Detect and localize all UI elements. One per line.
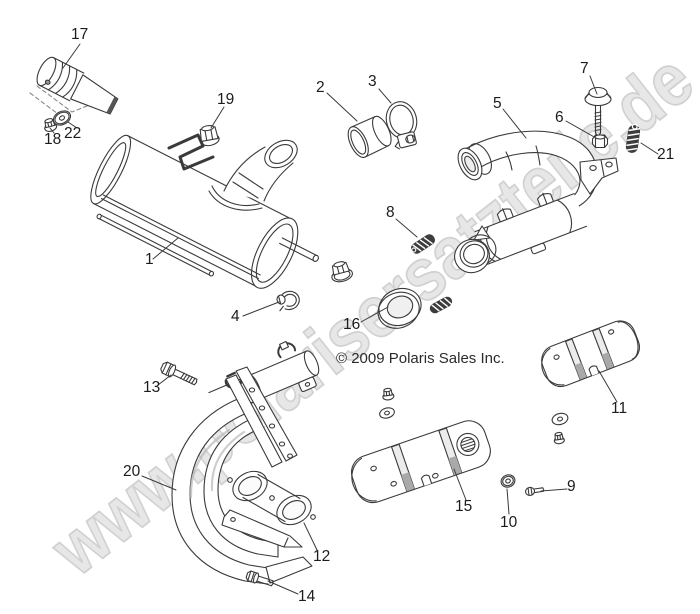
callout-19: 19: [217, 91, 235, 108]
callout-1: 1: [145, 251, 154, 268]
callout-20: 20: [123, 463, 141, 480]
callout-12: 12: [313, 548, 331, 565]
part-8-spring-2: [429, 296, 453, 314]
callout-16: 16: [343, 316, 361, 333]
callout-22: 22: [64, 125, 82, 142]
callout-8: 8: [386, 204, 395, 221]
part-20-header-pipe: [171, 340, 320, 585]
flanged-nut: [331, 261, 353, 283]
muffler-hanger-bracket: [167, 133, 215, 171]
part-19-nut: [199, 124, 220, 147]
part-1-muffler: [90, 134, 319, 289]
part-12-gasket: [227, 470, 316, 526]
callout-15: 15: [455, 498, 473, 515]
header-lower-strap: [221, 509, 303, 548]
callout-13: 13: [143, 379, 161, 396]
callout-3: 3: [368, 73, 377, 90]
part-13-bolt: [160, 361, 198, 386]
callout-18: 18: [44, 131, 62, 148]
callout-6: 6: [555, 109, 564, 126]
callout-21: 21: [657, 146, 675, 163]
part-3-clamp: [385, 101, 418, 150]
part-8-spring: [411, 234, 435, 254]
part-14-bolt: [245, 570, 274, 587]
shield11-washer: [551, 412, 569, 426]
part-4-clamp: [276, 290, 300, 312]
callout-4: 4: [231, 308, 240, 325]
callout-5: 5: [493, 95, 502, 112]
callout-7: 7: [580, 60, 589, 77]
part-18-nut: [44, 118, 58, 132]
callout-10: 10: [500, 514, 518, 531]
part-7-bolt: [584, 86, 612, 138]
shield11-bolt: [553, 431, 565, 445]
shield-washer: [379, 407, 395, 419]
header-clamp-2: [277, 340, 297, 359]
part-16-seal: [377, 287, 422, 329]
shield-bolt: [382, 387, 395, 401]
callout-14: 14: [298, 588, 316, 605]
part-15-heat-shield: [351, 420, 491, 504]
part-21-spring: [625, 123, 641, 153]
callout-2: 2: [316, 79, 325, 96]
callout-9: 9: [567, 478, 576, 495]
part-9-bolt: [524, 486, 545, 496]
part-5-head-pipe: [454, 130, 619, 274]
part-10-washer: [500, 474, 516, 488]
part-22-washer: [52, 110, 72, 126]
part-11-heat-shield: [541, 320, 641, 388]
part-17-spark-arrestor: [36, 56, 119, 115]
copyright-text: © 2009 Polaris Sales Inc.: [336, 350, 505, 367]
header-brace-strap: [225, 366, 298, 468]
muffler-inlet-pipe: [208, 139, 298, 211]
callout-17: 17: [71, 26, 89, 43]
callout-11: 11: [611, 400, 628, 417]
leader-lines: [49, 43, 659, 595]
